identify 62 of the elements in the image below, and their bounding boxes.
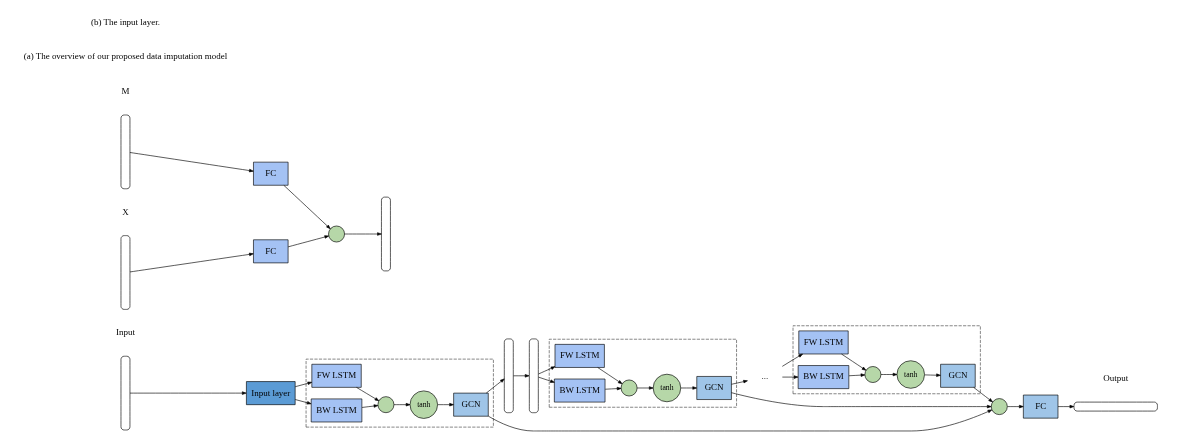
arrow xyxy=(604,386,622,391)
node-box: FW LSTM xyxy=(798,330,849,355)
arrow xyxy=(294,381,313,388)
label: (b) The input layer. xyxy=(90,16,160,27)
node-box: FC xyxy=(253,161,289,186)
arrow xyxy=(513,374,530,378)
node-box: BW LSTM xyxy=(797,365,850,389)
arrow xyxy=(538,366,556,375)
node-label: Output xyxy=(1103,373,1129,384)
node-box xyxy=(381,196,391,272)
arrow xyxy=(488,409,993,432)
node-box: FC xyxy=(1023,394,1059,419)
node-circle xyxy=(620,379,638,397)
node-label: Input xyxy=(115,327,135,338)
arrow xyxy=(538,376,555,383)
arrow xyxy=(731,392,992,409)
arrow xyxy=(841,353,867,371)
node-box xyxy=(120,235,131,310)
arrow xyxy=(485,378,505,394)
arrow xyxy=(880,372,898,377)
node-box xyxy=(1073,401,1158,412)
arrow xyxy=(393,403,411,407)
arrow xyxy=(782,375,799,379)
node-box xyxy=(120,355,131,431)
node-label: M xyxy=(121,85,130,96)
arrow xyxy=(848,373,866,377)
node-box: Input layer xyxy=(246,381,296,405)
arrow xyxy=(344,232,382,236)
arrow xyxy=(1057,404,1075,409)
arrow xyxy=(129,152,254,173)
node-circle xyxy=(377,396,395,413)
arrow xyxy=(129,252,254,273)
node-box: GCN xyxy=(453,392,489,417)
node-box: FC xyxy=(253,239,289,264)
arrow xyxy=(294,399,312,405)
arrow xyxy=(597,367,623,385)
arrow xyxy=(636,386,654,390)
arrow xyxy=(680,386,697,390)
node-box: BW LSTM xyxy=(310,398,363,423)
node-box: FW LSTM xyxy=(311,363,362,388)
node-circle xyxy=(864,366,882,383)
arrow xyxy=(781,353,803,367)
label: (a) The overview of our proposed data imputation model xyxy=(23,51,228,62)
arrow xyxy=(731,379,748,385)
node-label: X xyxy=(122,206,129,217)
arrow xyxy=(924,373,941,377)
arrow xyxy=(129,391,247,395)
node-box: GCN xyxy=(940,363,976,388)
arrow xyxy=(437,403,454,407)
node-text: ... xyxy=(761,371,769,382)
node-box xyxy=(120,114,131,190)
arrow xyxy=(973,387,993,403)
arrow xyxy=(356,387,380,402)
arrow xyxy=(287,235,329,248)
node-box: BW LSTM xyxy=(554,378,606,403)
arrow xyxy=(361,404,379,408)
node-box: FW LSTM xyxy=(554,344,605,368)
node-box xyxy=(504,338,514,413)
arrow xyxy=(283,185,331,230)
node-box: GCN xyxy=(696,376,732,400)
node-box xyxy=(529,338,539,413)
arrow xyxy=(1007,404,1024,409)
